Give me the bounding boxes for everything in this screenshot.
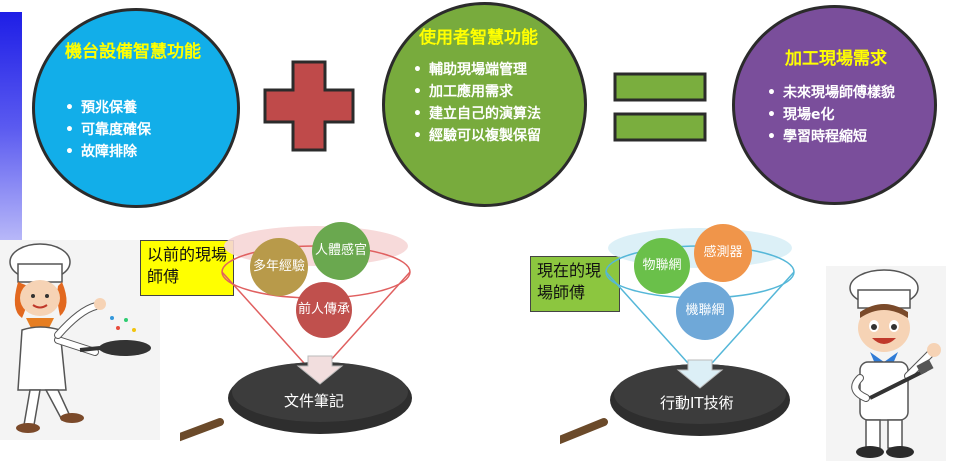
bubble-sensors: 感測器 — [694, 224, 752, 282]
circle-bullet-list: 未來現場師傅樣貌 現場e化 學習時程縮短 — [765, 82, 905, 148]
bubble-machine-networking: 機聯網 — [676, 282, 734, 340]
circle-title: 加工現場需求 — [785, 49, 887, 69]
list-item: 可靠度確保 — [63, 119, 151, 141]
chef-tossing-wok-illustration — [0, 240, 160, 440]
circle-title: 使用者智慧功能 — [419, 28, 538, 48]
bubble-inherited-knowledge: 前人傳承 — [296, 282, 352, 338]
list-item: 經驗可以複製保留 — [411, 125, 554, 147]
list-item: 預兆保養 — [63, 97, 151, 119]
label-text: 現在的現場師傅 — [537, 261, 602, 302]
list-item: 學習時程縮短 — [765, 126, 905, 148]
bubble-human-senses: 人體感官 — [312, 222, 370, 280]
list-item: 未來現場師傅樣貌 — [765, 82, 905, 104]
bubble-iot: 物聯網 — [634, 238, 690, 294]
list-item: 建立自己的演算法 — [411, 103, 554, 125]
chef-with-spatula-illustration — [826, 266, 946, 461]
plus-icon — [263, 60, 355, 152]
circle-title: 機台設備智慧功能 — [65, 42, 201, 62]
equals-icon — [613, 72, 707, 142]
list-item: 現場e化 — [765, 104, 905, 126]
site-requirements-circle: 加工現場需求 未來現場師傅樣貌 現場e化 學習時程縮短 — [732, 5, 937, 205]
list-item: 故障排除 — [63, 141, 151, 163]
pan-text-mobile-it: 行動IT技術 — [660, 394, 734, 412]
bubble-years-experience: 多年經驗 — [250, 238, 308, 296]
pan-text-documents: 文件筆記 — [284, 392, 345, 410]
machine-smart-functions-circle: 機台設備智慧功能 預兆保養 可靠度確保 故障排除 — [32, 8, 240, 208]
list-item: 加工應用需求 — [411, 81, 561, 103]
circle-bullet-list: 輔助現場端管理 加工應用需求 建立自己的演算法 經驗可以複製保留 — [411, 59, 561, 147]
list-item: 輔助現場端管理 — [411, 59, 561, 81]
left-accent-bar — [0, 12, 22, 242]
circle-bullet-list: 預兆保養 可靠度確保 故障排除 — [63, 97, 151, 163]
past-master-label: 以前的現場師傅 — [140, 240, 234, 296]
label-text: 以前的現場師傅 — [147, 245, 228, 286]
user-smart-functions-circle: 使用者智慧功能 輔助現場端管理 加工應用需求 建立自己的演算法 經驗可以複製保留 — [382, 2, 587, 207]
present-master-label: 現在的現場師傅 — [530, 256, 620, 312]
